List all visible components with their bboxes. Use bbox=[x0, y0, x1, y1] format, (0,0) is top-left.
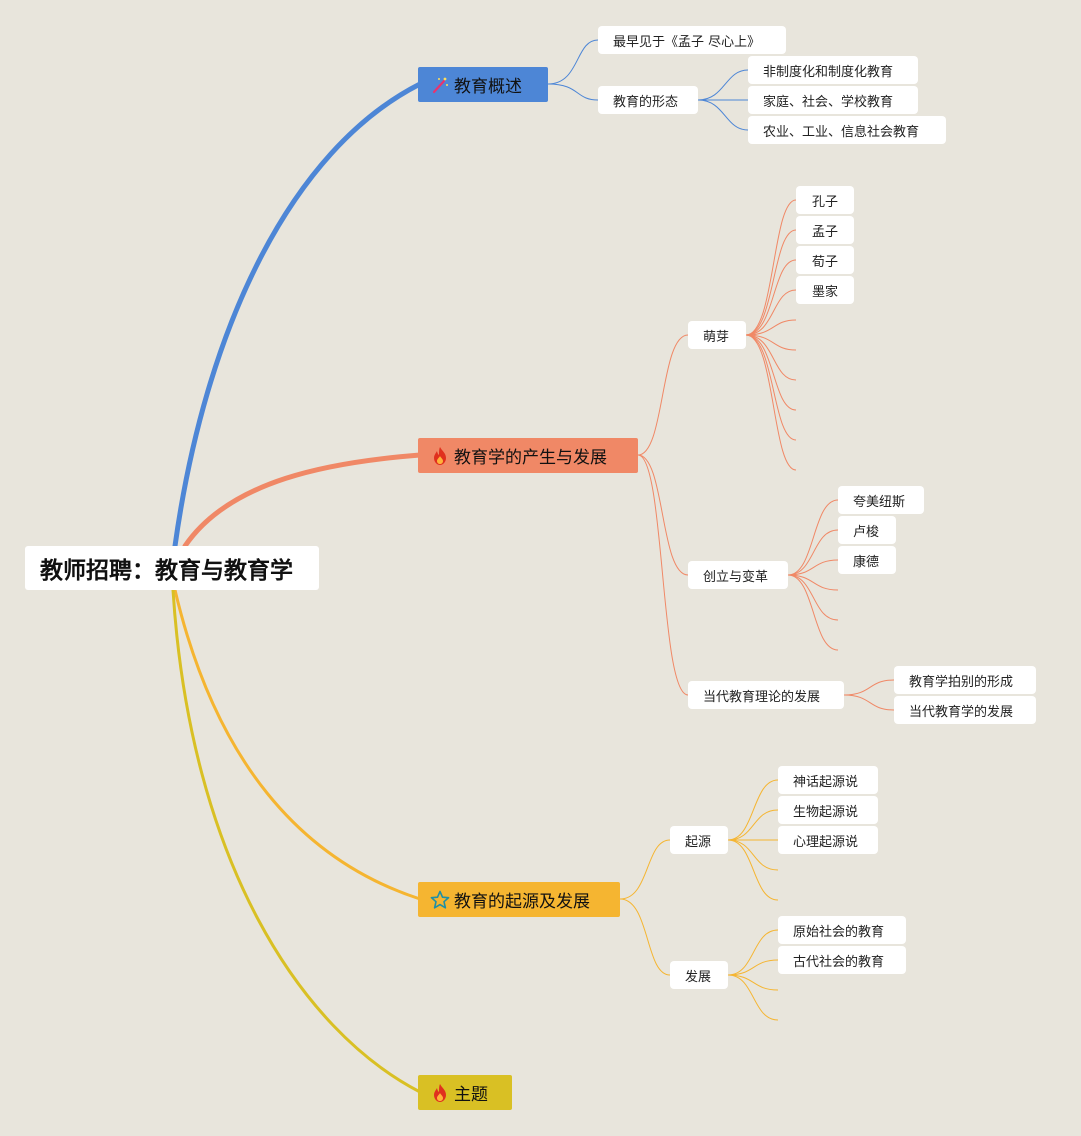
leaf-rousseau[interactable]: 卢梭 bbox=[838, 516, 896, 544]
leaf-label: 神话起源说 bbox=[793, 774, 859, 790]
leaf-kant[interactable]: 康德 bbox=[838, 546, 896, 574]
leaf-family-society-school[interactable]: 家庭、社会、学校教育 bbox=[748, 86, 918, 114]
leaf-primitive-society-education[interactable]: 原始社会的教育 bbox=[778, 916, 906, 944]
leaf-mencius-origin[interactable]: 最早见于《孟子 尽心上》 bbox=[598, 26, 786, 54]
leaf-mencius[interactable]: 孟子 bbox=[796, 216, 854, 244]
leaf-label: 原始社会的教育 bbox=[793, 924, 885, 940]
branch-pedagogy-development[interactable]: 教育学的产生与发展 bbox=[418, 438, 638, 473]
leaf-label: 康德 bbox=[853, 554, 880, 570]
leaf-confucius[interactable]: 孔子 bbox=[796, 186, 854, 214]
branch-label: 主题 bbox=[454, 1085, 488, 1105]
branch-education-origin[interactable]: 教育的起源及发展 bbox=[418, 882, 620, 917]
leaf-label: 心理起源说 bbox=[793, 834, 859, 850]
leaf-label: 教育的形态 bbox=[613, 94, 679, 110]
leaf-school-formation[interactable]: 教育学拍别的形成 bbox=[894, 666, 1036, 694]
leaf-label: 夸美纽斯 bbox=[853, 494, 906, 510]
leaf-label: 萌芽 bbox=[703, 329, 730, 345]
branch-label: 教育概述 bbox=[454, 77, 522, 97]
leaf-education-forms[interactable]: 教育的形态 bbox=[598, 86, 698, 114]
leaf-comenius[interactable]: 夸美纽斯 bbox=[838, 486, 924, 514]
star-icon bbox=[430, 890, 450, 910]
leaf-label: 非制度化和制度化教育 bbox=[763, 64, 894, 80]
leaf-label: 当代教育理论的发展 bbox=[703, 689, 821, 705]
leaf-label: 当代教育学的发展 bbox=[909, 704, 1014, 720]
leaf-xunzi[interactable]: 荀子 bbox=[796, 246, 854, 274]
leaf-institutional-education[interactable]: 非制度化和制度化教育 bbox=[748, 56, 918, 84]
leaf-psychological-origin[interactable]: 心理起源说 bbox=[778, 826, 878, 854]
leaf-agri-industrial-info[interactable]: 农业、工业、信息社会教育 bbox=[748, 116, 946, 144]
leaf-label: 家庭、社会、学校教育 bbox=[763, 94, 894, 110]
connector-root-pedagogy bbox=[182, 452, 423, 549]
root-topic[interactable]: 教师招聘：教育与教育学 bbox=[25, 546, 319, 590]
leaf-founding-reform[interactable]: 创立与变革 bbox=[688, 561, 788, 589]
leaf-label: 荀子 bbox=[811, 254, 838, 270]
leaf-development[interactable]: 发展 bbox=[670, 961, 728, 989]
leaf-origin[interactable]: 起源 bbox=[670, 826, 728, 854]
leaf-mohism[interactable]: 墨家 bbox=[796, 276, 854, 304]
leaf-label: 起源 bbox=[685, 834, 712, 850]
leaf-sprout[interactable]: 萌芽 bbox=[688, 321, 746, 349]
connector-root-origin bbox=[173, 588, 422, 901]
leaf-label: 孔子 bbox=[811, 194, 838, 210]
leaf-label: 生物起源说 bbox=[793, 804, 859, 820]
magic-wand-icon bbox=[430, 75, 450, 95]
leaf-label: 古代社会的教育 bbox=[793, 954, 885, 970]
root-topic-label: 教师招聘：教育与教育学 bbox=[40, 558, 293, 584]
branch-topic[interactable]: 主题 bbox=[418, 1075, 512, 1110]
leaf-myth-origin[interactable]: 神话起源说 bbox=[778, 766, 878, 794]
leaf-label: 发展 bbox=[685, 969, 712, 985]
leaf-contemporary-pedagogy[interactable]: 当代教育学的发展 bbox=[894, 696, 1036, 724]
connector-root-overview bbox=[172, 81, 423, 549]
fire-icon bbox=[430, 1083, 450, 1103]
fire-icon bbox=[430, 446, 450, 466]
branch-label: 教育的起源及发展 bbox=[454, 892, 590, 912]
leaf-label: 创立与变革 bbox=[703, 569, 769, 585]
leaf-label: 墨家 bbox=[811, 284, 838, 300]
leaf-label: 农业、工业、信息社会教育 bbox=[763, 124, 920, 140]
leaf-label: 孟子 bbox=[811, 224, 838, 240]
branch-label: 教育学的产生与发展 bbox=[454, 448, 607, 468]
leaf-ancient-society-education[interactable]: 古代社会的教育 bbox=[778, 946, 906, 974]
leaf-contemporary-theory[interactable]: 当代教育理论的发展 bbox=[688, 681, 844, 709]
leaf-label: 卢梭 bbox=[853, 524, 880, 540]
leaf-label: 最早见于《孟子 尽心上》 bbox=[613, 34, 761, 50]
leaf-biological-origin[interactable]: 生物起源说 bbox=[778, 796, 878, 824]
branch-education-overview[interactable]: 教育概述 bbox=[418, 67, 548, 102]
leaf-label: 教育学拍别的形成 bbox=[909, 674, 1014, 690]
connector-root-topic bbox=[171, 588, 422, 1094]
